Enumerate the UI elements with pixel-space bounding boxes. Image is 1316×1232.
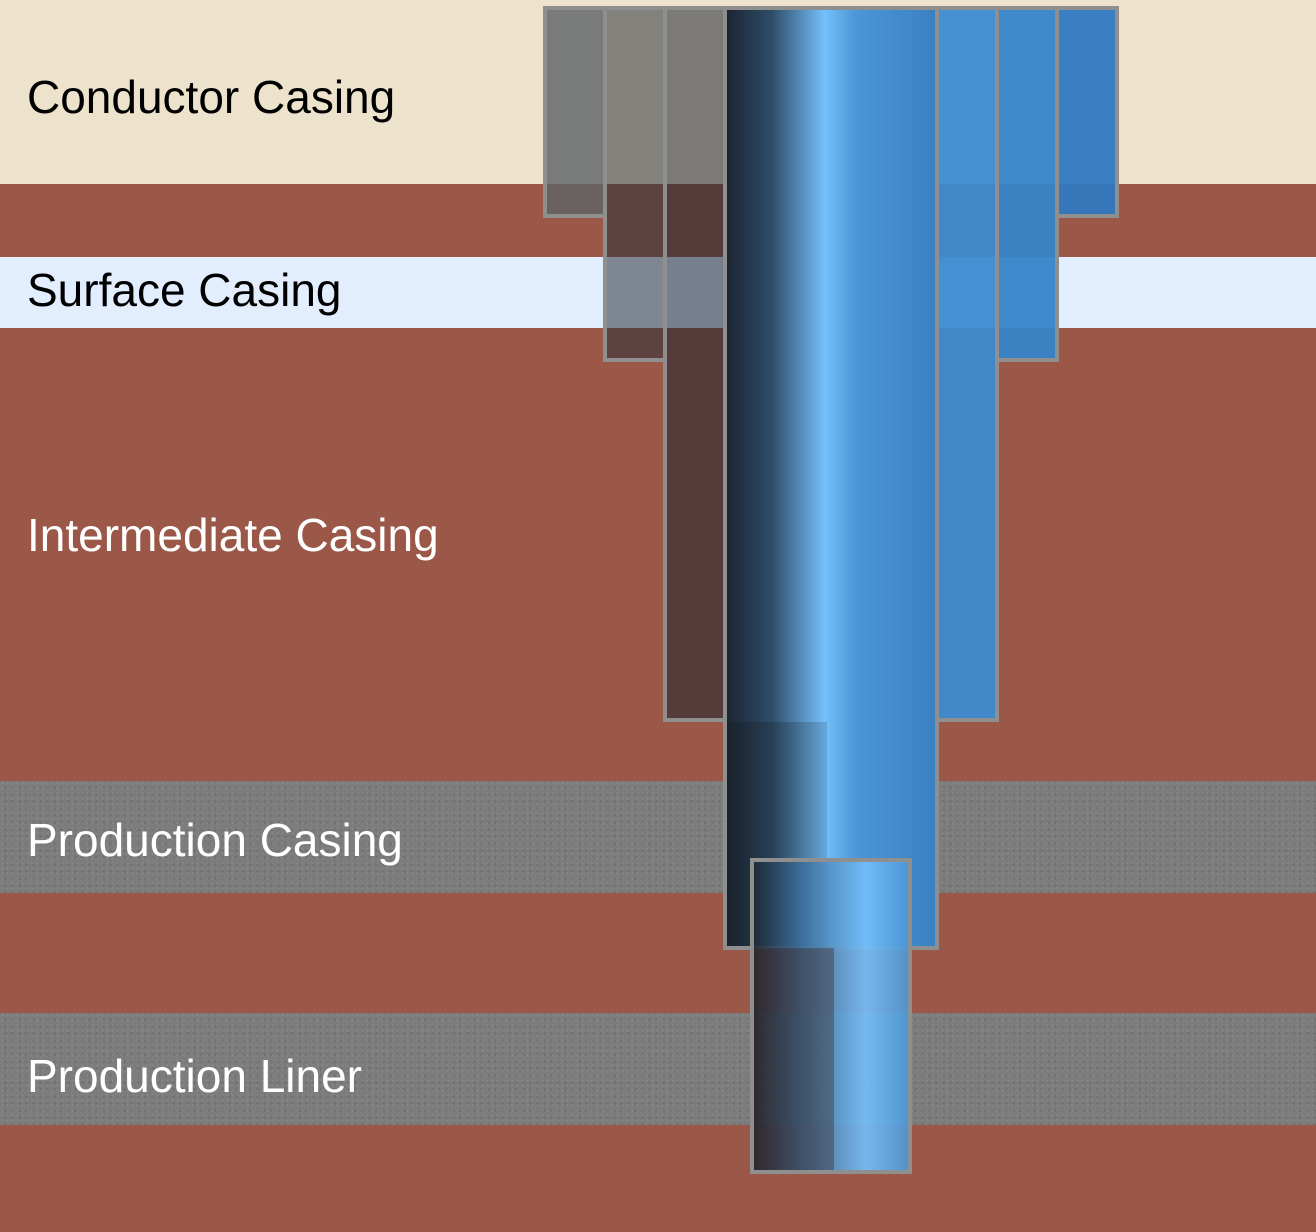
intermediate-casing-zone [0, 328, 1316, 781]
conductor-casing-label: Conductor Casing [27, 71, 396, 123]
intermediate-casing-label: Intermediate Casing [27, 509, 439, 561]
surface-casing-right-wall [995, 6, 1059, 362]
production-casing-zone [0, 781, 1316, 893]
conductor-casing-left-wall [543, 6, 607, 218]
surface-casing-left-wall [603, 6, 667, 362]
conductor-casing-right-wall [1055, 6, 1119, 218]
production-liner-label: Production Liner [27, 1050, 362, 1102]
rock-formation-bottom [0, 1125, 1316, 1232]
production-liner-zone [0, 1013, 1316, 1125]
rock-formation-middle [0, 893, 1316, 1013]
intermediate-casing-right-wall [935, 6, 999, 722]
production-liner-pipe [750, 858, 912, 1174]
intermediate-casing-left-wall [663, 6, 727, 722]
surface-casing-label: Surface Casing [27, 264, 342, 316]
production-liner-lower-shade [754, 948, 834, 1170]
production-casing-label: Production Casing [27, 814, 403, 866]
